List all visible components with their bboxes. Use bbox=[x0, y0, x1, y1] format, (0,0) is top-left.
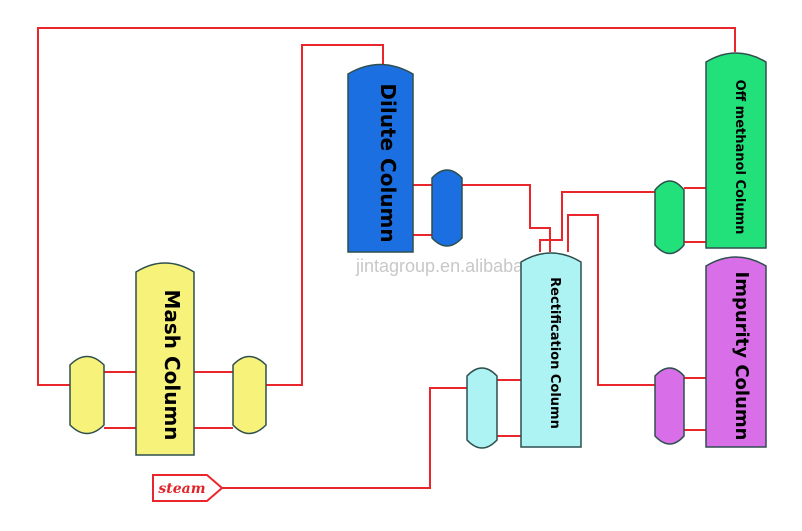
dilute-column-vessel bbox=[347, 63, 414, 253]
offmethanol-column-vessel bbox=[705, 52, 767, 249]
mash-right-condenser bbox=[232, 355, 267, 435]
offmethanol-column-label: Off methanol Column bbox=[732, 80, 747, 235]
pipe-rectification-branch bbox=[567, 214, 655, 386]
pipe-rectification-to-offmethanol bbox=[539, 191, 655, 252]
impurity-column-label: Impurity Column bbox=[731, 272, 752, 441]
offmethanol-column: Off methanol Column bbox=[705, 52, 767, 249]
dilute-column: Dilute Column bbox=[347, 63, 414, 253]
impurity-column: Impurity Column bbox=[705, 256, 767, 448]
steam-input: steam bbox=[152, 474, 224, 502]
watermark-text: jintagroup.en.alibaba.com bbox=[355, 256, 562, 276]
steam-arrow-box bbox=[152, 474, 224, 502]
dilute-column-label: Dilute Column bbox=[376, 83, 400, 242]
mash-column-label: Mash Column bbox=[160, 289, 184, 440]
rectification-column-label: Rectification Column bbox=[547, 277, 562, 429]
impurity-exchanger bbox=[654, 367, 685, 445]
rectification-column: Rectification Column bbox=[520, 252, 582, 448]
dilute-exchanger bbox=[431, 169, 463, 247]
steam-label: steam bbox=[158, 481, 205, 497]
pipe-offmethanol-return bbox=[37, 27, 736, 386]
impurity-column-vessel bbox=[705, 256, 767, 448]
rectification-exchanger bbox=[466, 367, 498, 449]
rectification-column-vessel bbox=[520, 252, 582, 448]
pipe-steam bbox=[222, 387, 467, 489]
pipe-dilute-to-rectification bbox=[462, 184, 551, 252]
pipe-network bbox=[37, 27, 736, 489]
pipe-mash-to-dilute bbox=[266, 44, 384, 386]
mash-column: Mash Column bbox=[135, 262, 195, 456]
offmethanol-exchanger bbox=[654, 180, 685, 255]
mash-left-condenser bbox=[69, 355, 105, 435]
mash-column-vessel bbox=[135, 262, 195, 456]
